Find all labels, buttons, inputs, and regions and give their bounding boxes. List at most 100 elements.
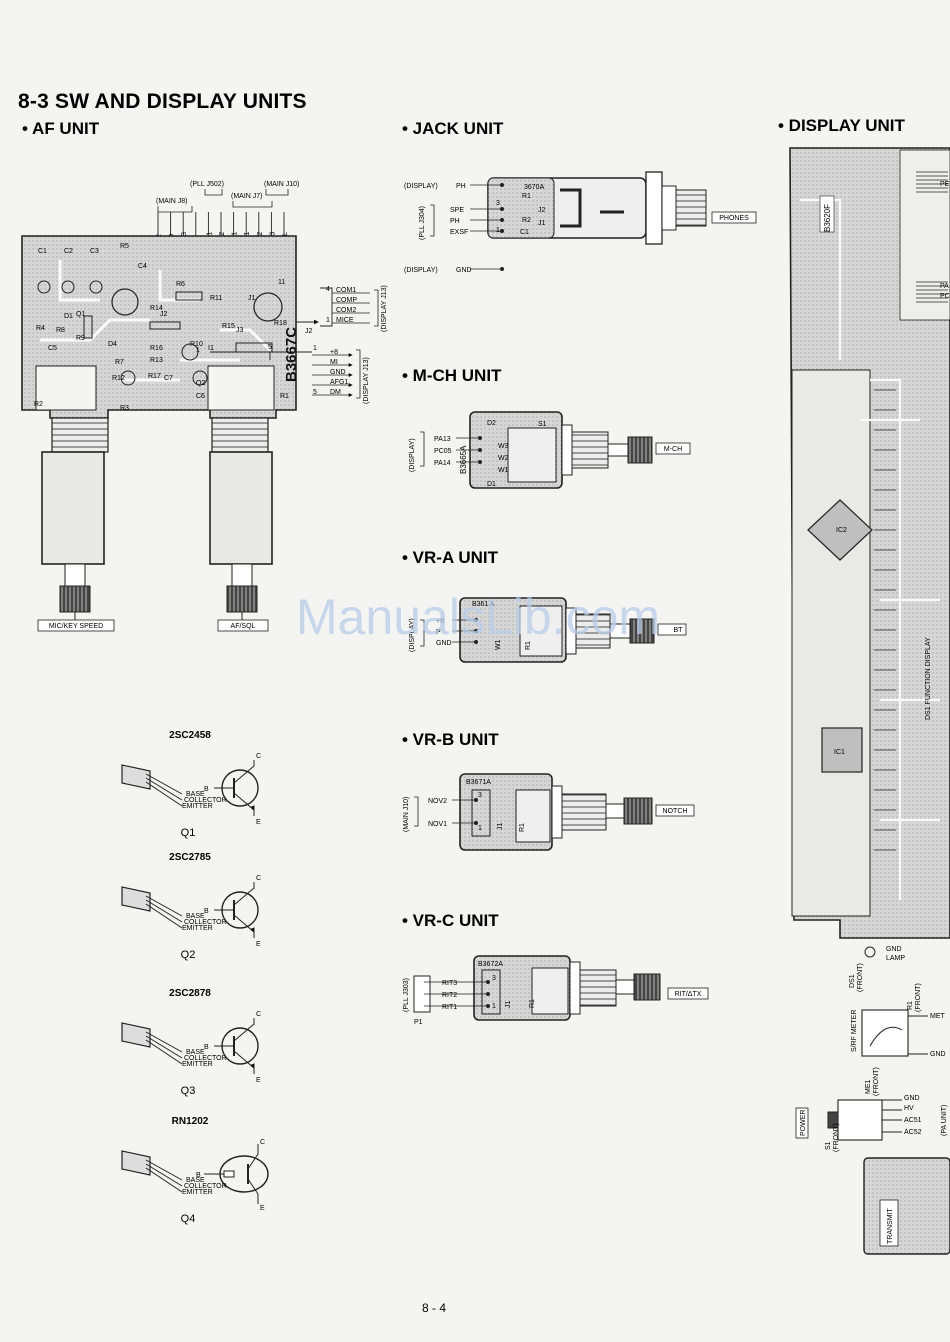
display-label-transmit: TRANSMIT (887, 1208, 894, 1245)
jack-num-1: 1 (496, 227, 500, 234)
jack-num-3: 3 (496, 200, 500, 207)
transistor-terminal-b: B (196, 1172, 201, 1179)
mch-label: M-CH (664, 446, 682, 453)
transistor-terminal-c: C (256, 753, 261, 760)
af-rc-bot-num-1: 1 (313, 345, 317, 352)
display-unit: B3620F PE PA PC IC2 IC1 DS1 FUNCTION DIS… (789, 147, 950, 1255)
af-rc-bot-pin: GND (330, 369, 346, 376)
transistor-collector (233, 882, 255, 906)
vrb-pin-dot (474, 821, 478, 825)
display-label-s1: S1 (825, 1141, 832, 1150)
af-group-main-j10: (MAIN J10) (264, 181, 299, 188)
vrb-num-3: 3 (478, 792, 482, 799)
vrc-pin-dot (486, 1004, 490, 1008)
transistor-pin-word: EMITTER (182, 1061, 213, 1068)
vrc-pin-dot (486, 980, 490, 984)
af-component-label: C6 (196, 393, 205, 400)
mch-unit-title: • M-CH UNIT (402, 366, 502, 385)
mch-ref: (DISPLAY) (409, 438, 416, 472)
vra-component-label: R1 (525, 641, 532, 650)
mch-pin-label: PA14 (434, 460, 451, 467)
af-component-label: R1 (280, 393, 289, 400)
vrb-pin-label: NOV1 (428, 821, 447, 828)
af-component-label: R11 (210, 295, 222, 302)
mch-component-label: D2 (487, 420, 496, 427)
vrc-connector: P1 (414, 1019, 423, 1026)
display-label-me1: ME1 (865, 1080, 872, 1095)
transistor-emitter (233, 1050, 255, 1074)
vra-pin-dot (474, 629, 478, 633)
transistor-part-number: RN1202 (172, 1116, 209, 1127)
vrb-label: NOTCH (663, 808, 688, 815)
vra-ref: (DISPLAY) (409, 618, 416, 652)
transistor-pin-word: BASE (186, 791, 205, 798)
transistor-pin-word: EMITTER (182, 803, 213, 810)
af-pin-5: 5 (268, 344, 272, 351)
af-component-label: R8 (56, 327, 65, 334)
transistor-q-label: Q1 (181, 827, 196, 839)
vrb-ref: (MAIN J10) (403, 797, 410, 832)
af-group-main-j8: (MAIN J8) (156, 198, 188, 205)
mch-component-label: W2 (498, 455, 509, 462)
transistor-terminal-e: E (260, 1205, 265, 1212)
transistor-pin-word: COLLECTOR (184, 1055, 227, 1062)
jack-component-label: J1 (538, 220, 546, 227)
transistor-q-label: Q4 (181, 1213, 196, 1225)
af-pin-1: 1 (196, 347, 200, 354)
display-label-ac52: AC52 (904, 1129, 922, 1136)
transistor-lead (145, 1159, 183, 1181)
af-knob-label-afsql: AF/SQL (231, 623, 256, 630)
display-label-hv: HV (904, 1105, 914, 1112)
af-pin-11: 11 (278, 279, 285, 286)
vra-pin-label: GND (436, 640, 452, 647)
transistor-lead (145, 899, 183, 923)
mch-pin-dot (478, 448, 482, 452)
mch-component-label: W1 (498, 467, 509, 474)
display-label-ic2: IC2 (836, 527, 847, 534)
transistor-lead (145, 1163, 183, 1187)
mch-board-id: B3665A (459, 445, 468, 474)
vrc-num-1: 1 (492, 1003, 496, 1010)
display-label-ic1: IC1 (834, 749, 845, 756)
vrc-component-label: J1 (505, 1001, 512, 1009)
display-label-power: POWER (800, 1110, 807, 1136)
af-unit-title: • AF UNIT (22, 119, 100, 138)
jack-ref-display-bottom: (DISPLAY) (404, 267, 438, 274)
transistor-part-number: 2SC2785 (169, 852, 211, 863)
display-label-gnd-met: GND (930, 1051, 946, 1058)
vrb-pin-dot (474, 798, 478, 802)
jack-ref-display-top: (DISPLAY) (404, 183, 438, 190)
transistor-pin-word: BASE (186, 913, 205, 920)
vra-component-label: W1 (495, 639, 502, 650)
transistor-legend: 2SC2458BASECOLLECTOREMITTERBCEQ12SC2785B… (121, 730, 269, 1225)
display-label-pa-unit: (PA UNIT) (941, 1105, 948, 1136)
af-component-label: R13 (150, 357, 163, 364)
transistor-part-number: 2SC2878 (169, 988, 211, 999)
transistor-terminal-c: C (256, 875, 261, 882)
display-label-gnd-lamp: GND (886, 946, 902, 953)
display-label-ds1: DS1 FUNCTION DISPLAY (925, 637, 932, 720)
af-component-label: J3 (236, 327, 244, 334)
jack-pin-label: SPE (450, 207, 464, 214)
af-component-label: J1 (248, 295, 256, 302)
display-label-pc: PC (940, 293, 950, 300)
transistor-emitter (247, 1178, 259, 1204)
af-component-label: R7 (115, 359, 124, 366)
transistor-lead (145, 773, 183, 795)
transistor-pin-word: COLLECTOR (184, 797, 227, 804)
display-label-ac51: AC51 (904, 1117, 922, 1124)
transistor-collector (233, 1018, 255, 1042)
jack-pin-dot (500, 218, 504, 222)
transistor-q-label: Q2 (181, 949, 196, 961)
af-unit: (PLL J502) (MAIN J10) (MAIN J8) (MAIN J7… (21, 181, 388, 632)
jack-board-id: 3670A (524, 184, 545, 191)
af-group-main-j7: (MAIN J7) (231, 193, 263, 200)
transistor-terminal-b: B (204, 908, 209, 915)
